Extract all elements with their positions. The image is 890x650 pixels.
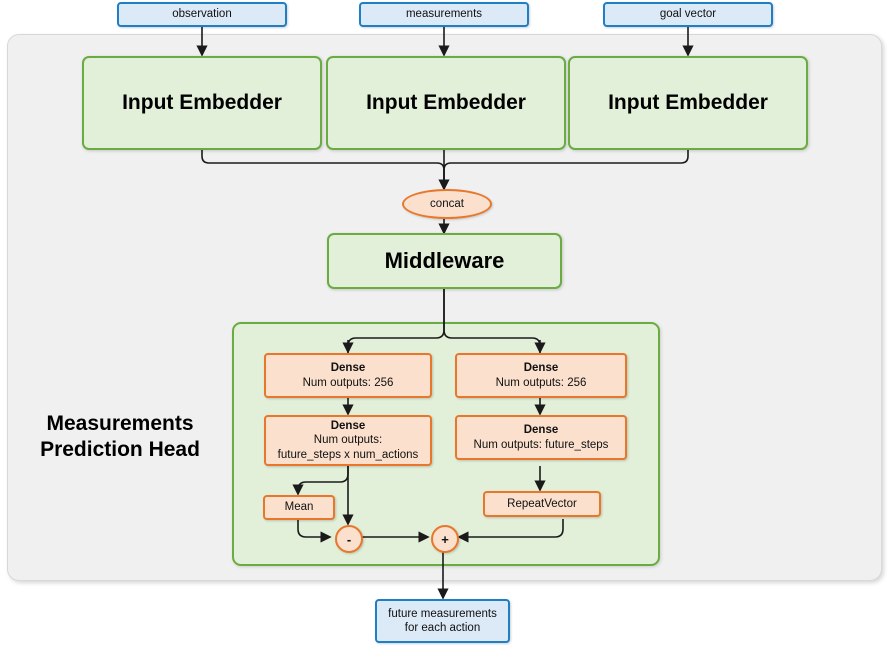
- add-operator-label: +: [441, 531, 449, 547]
- input-box-measurements[interactable]: measurements: [359, 2, 529, 27]
- subtract-operator-label: -: [346, 531, 352, 547]
- input-label-observation: observation: [172, 8, 232, 21]
- left-dense-256-title: Dense: [330, 362, 366, 375]
- input-label-measurements: measurements: [405, 8, 483, 21]
- output-label-line-1: future measurements: [388, 607, 497, 620]
- input-embedder-1-label: Input Embedder: [122, 90, 282, 114]
- concat-label: concat: [430, 198, 464, 210]
- input-label-goal-vector: goal vector: [659, 8, 717, 21]
- concat-node[interactable]: concat: [402, 189, 492, 219]
- middleware-node[interactable]: Middleware: [327, 233, 562, 289]
- mean-node[interactable]: Mean: [263, 495, 335, 520]
- left-dense-2-line2: future_steps x num_actions: [277, 448, 419, 461]
- left-dense-256-line1: Num outputs: 256: [302, 376, 394, 389]
- right-dense-2-title: Dense: [523, 424, 559, 437]
- left-dense-2-line1: Num outputs:: [313, 434, 383, 447]
- left-dense-2-title: Dense: [330, 419, 366, 432]
- right-dense-2-line1: Num outputs: future_steps: [473, 438, 609, 451]
- input-embedder-3-label: Input Embedder: [608, 90, 768, 114]
- input-embedder-2[interactable]: Input Embedder: [326, 56, 566, 150]
- add-operator[interactable]: +: [431, 525, 459, 553]
- input-embedder-3[interactable]: Input Embedder: [568, 56, 808, 150]
- mean-label: Mean: [284, 501, 314, 514]
- right-dense-future-steps[interactable]: Dense Num outputs: future_steps: [455, 415, 627, 460]
- repeat-vector-label: RepeatVector: [507, 497, 577, 510]
- repeat-vector-node[interactable]: RepeatVector: [483, 491, 601, 517]
- input-box-observation[interactable]: observation: [117, 2, 287, 27]
- input-embedder-2-label: Input Embedder: [366, 90, 526, 114]
- middleware-label: Middleware: [384, 248, 505, 274]
- subtract-operator[interactable]: -: [335, 525, 363, 553]
- right-dense-256-title: Dense: [523, 362, 559, 375]
- input-embedder-1[interactable]: Input Embedder: [82, 56, 322, 150]
- input-box-goal-vector[interactable]: goal vector: [603, 2, 773, 27]
- left-dense-256[interactable]: Dense Num outputs: 256: [264, 353, 432, 398]
- head-label-line-1: Measurements: [46, 412, 194, 435]
- measurements-prediction-head-label: Measurements Prediction Head: [22, 411, 218, 464]
- output-label-line-2: for each action: [404, 622, 481, 634]
- head-label-line-2: Prediction Head: [40, 438, 200, 462]
- output-box-future-measurements[interactable]: future measurements for each action: [375, 599, 510, 643]
- left-dense-future-steps-num-actions[interactable]: Dense Num outputs: future_steps x num_ac…: [264, 415, 432, 466]
- right-dense-256[interactable]: Dense Num outputs: 256: [455, 353, 627, 398]
- right-dense-256-line1: Num outputs: 256: [495, 376, 587, 389]
